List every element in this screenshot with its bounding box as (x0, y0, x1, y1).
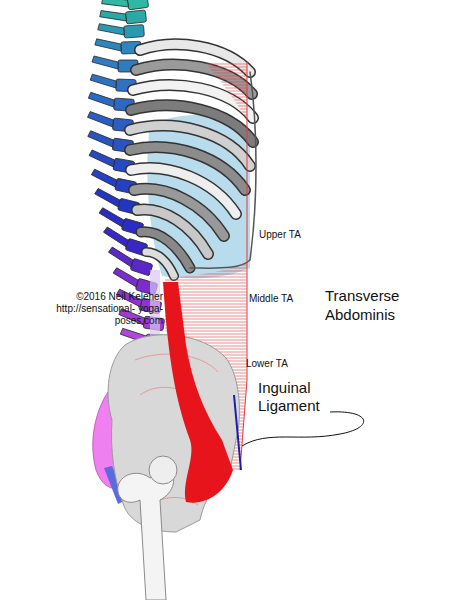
annotation-label: Upper TA (259, 229, 329, 241)
femur (118, 456, 177, 600)
annotation-label: ©2016 Neil Keleher http://sensational- y… (55, 291, 163, 327)
vertebra (97, 21, 144, 40)
leader-line (242, 412, 364, 446)
ta-front-border (240, 62, 247, 470)
psoas-muscle (163, 282, 233, 503)
annotation-label: Inguinal Ligament (258, 379, 348, 415)
vertebra (95, 37, 142, 55)
inguinal-ligament (234, 395, 241, 470)
annotation-label: Transverse Abdominis (325, 286, 425, 324)
annotation-label: Lower TA (246, 358, 316, 370)
vertebra (99, 6, 146, 27)
annotation-label: Middle TA (249, 293, 319, 305)
